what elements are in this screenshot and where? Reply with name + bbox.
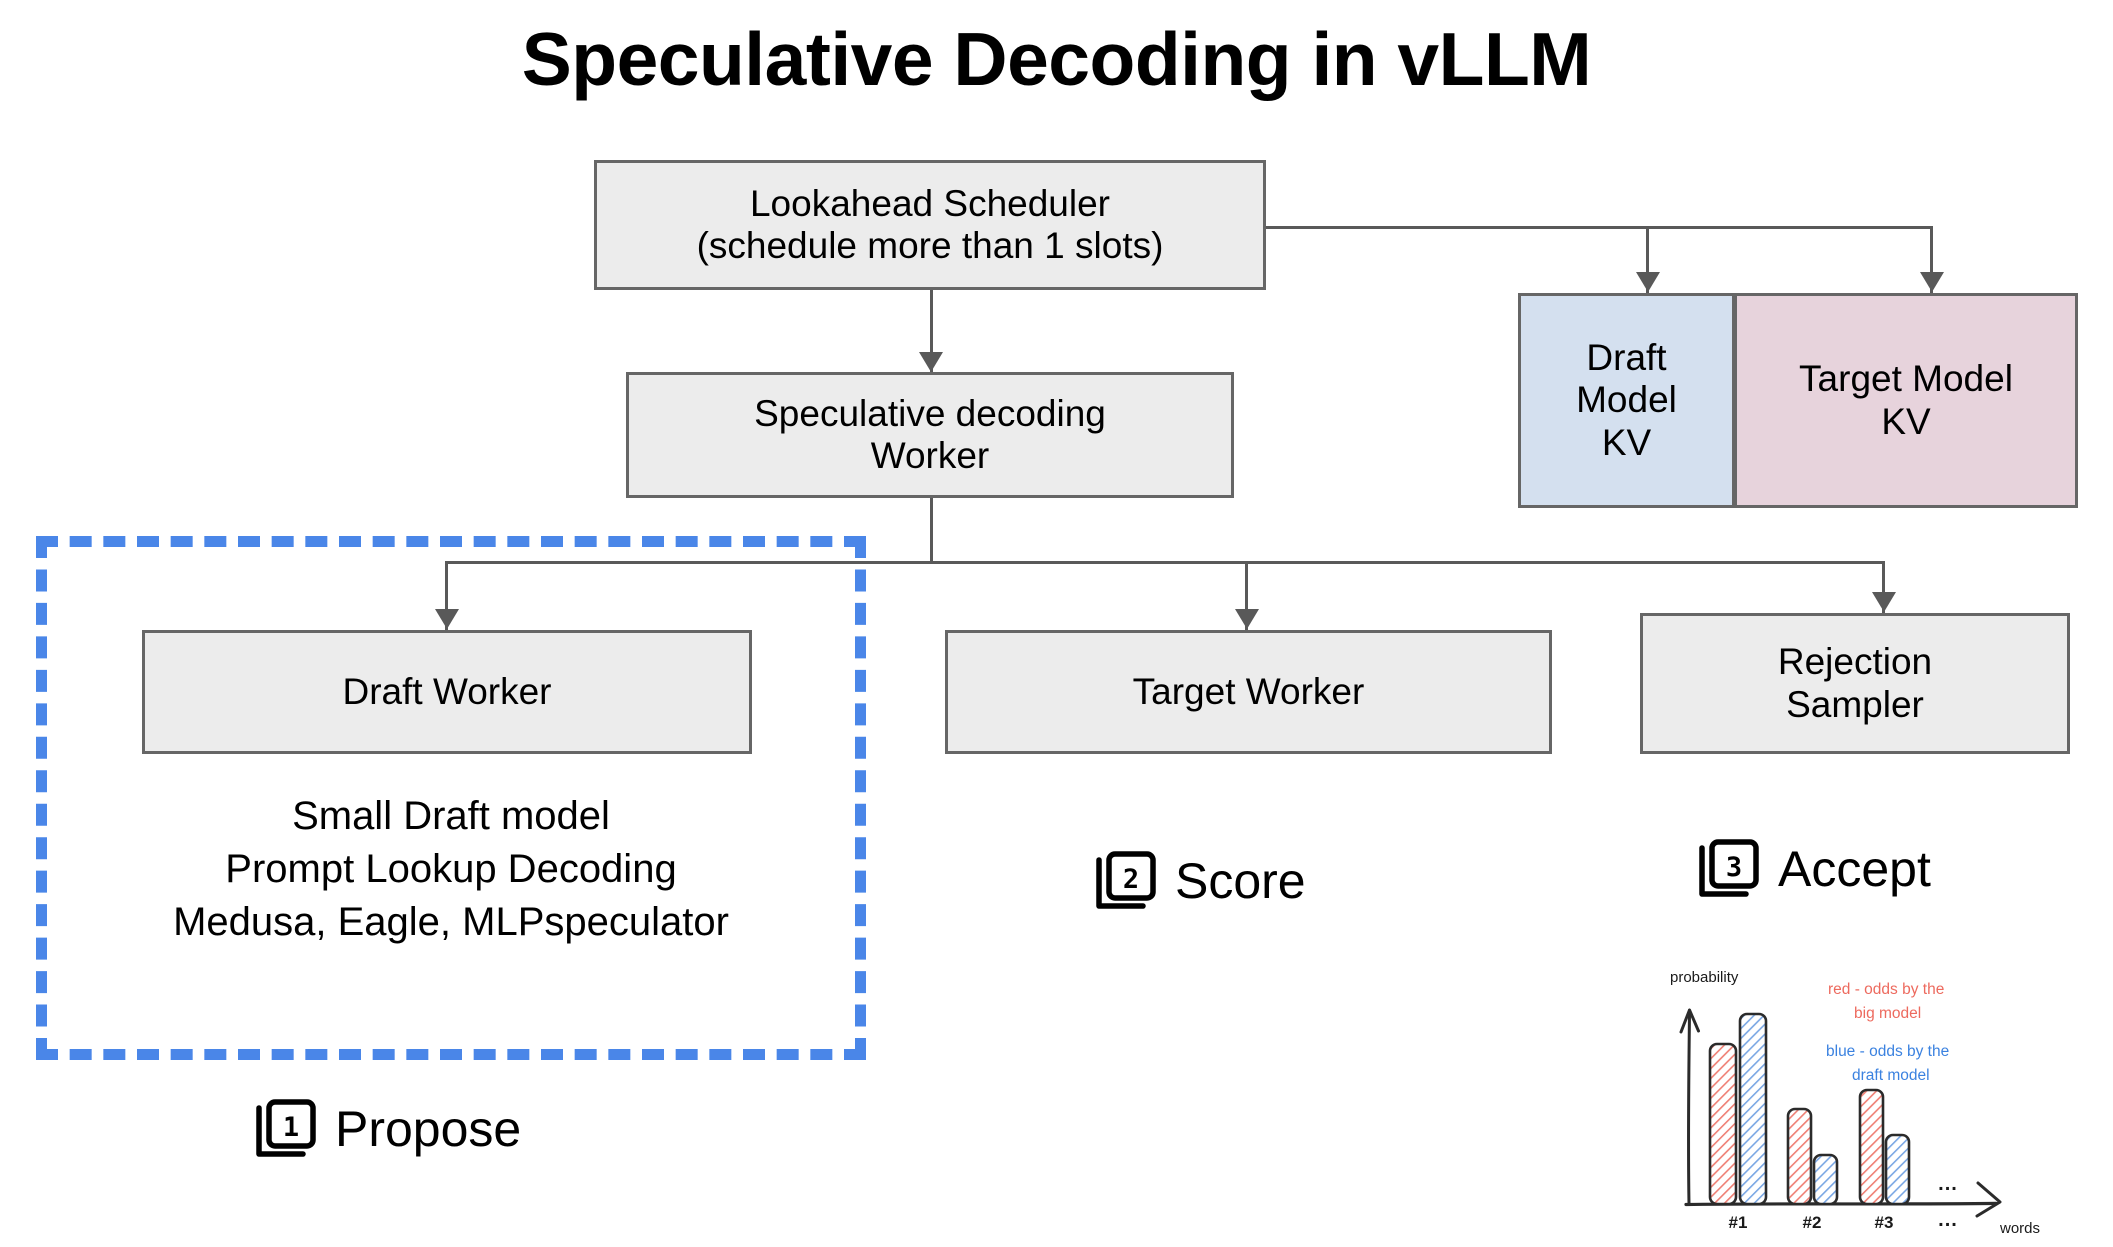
chart-tick-ellipsis: ... xyxy=(1938,1209,1958,1231)
arrowhead-to-spec-worker xyxy=(919,352,943,372)
step-3-label: Accept xyxy=(1778,841,1931,897)
chart-legend-red-line2: big model xyxy=(1854,1005,1921,1022)
propose-highlight-region xyxy=(36,536,866,1060)
arrowhead-to-rejection-sampler xyxy=(1872,592,1896,612)
connector-scheduler-to-kv-bus xyxy=(1263,226,1933,229)
chart-y-axis xyxy=(1687,1012,1691,1206)
bar-red-1 xyxy=(1708,1042,1738,1206)
page-title: Speculative Decoding in vLLM xyxy=(521,17,1592,101)
step-1-label: Propose xyxy=(335,1101,522,1157)
node-rejection-sampler[interactable]: Rejection Sampler xyxy=(1640,613,2070,754)
node-draft-model-kv[interactable]: Draft Model KV xyxy=(1518,293,1734,508)
step-2-number: 2 xyxy=(1123,864,1139,895)
connector-bus-to-target-worker xyxy=(1245,561,1248,631)
bar-red-3 xyxy=(1858,1088,1885,1206)
chart-tick-1: #1 xyxy=(1729,1213,1748,1232)
step-2-label: Score xyxy=(1175,853,1306,909)
chart-tick-2: #2 xyxy=(1803,1213,1822,1232)
step-number-3-icon: 3 xyxy=(1698,838,1760,900)
chart-legend-red-line1: red - odds by the xyxy=(1828,981,1944,998)
connector-scheduler-to-worker xyxy=(930,288,933,374)
step-number-2-icon: 2 xyxy=(1095,850,1157,912)
node-speculative-decoding-worker[interactable]: Speculative decoding Worker xyxy=(626,372,1234,498)
arrowhead-to-draft-kv xyxy=(1636,272,1660,292)
bar-blue-3 xyxy=(1884,1133,1911,1206)
connector-kv-bus-to-draft-kv xyxy=(1646,226,1649,294)
step-2-score: 2 Score xyxy=(1095,850,1306,912)
node-lookahead-scheduler[interactable]: Lookahead Scheduler (schedule more than … xyxy=(594,160,1266,290)
step-1-propose: 1 Propose xyxy=(255,1098,521,1160)
connector-bus-to-rejection-sampler xyxy=(1882,561,1885,613)
chart-xlabel: words xyxy=(1999,1220,2040,1237)
bar-blue-2 xyxy=(1812,1153,1839,1206)
connector-lower-bus xyxy=(445,561,1885,564)
connector-kv-bus-to-target-kv xyxy=(1930,226,1933,294)
node-target-worker[interactable]: Target Worker xyxy=(945,630,1552,754)
arrowhead-to-draft-worker xyxy=(435,609,459,629)
bar-red-2 xyxy=(1786,1107,1813,1206)
connector-bus-to-draft-worker xyxy=(445,561,448,631)
step-number-1-icon: 1 xyxy=(255,1098,317,1160)
arrowhead-to-target-worker xyxy=(1235,609,1259,629)
node-target-model-kv[interactable]: Target Model KV xyxy=(1734,293,2078,508)
chart-legend-blue-line2: draft model xyxy=(1852,1067,1930,1084)
arrowhead-to-target-kv xyxy=(1920,272,1944,292)
chart-legend-blue-line1: blue - odds by the xyxy=(1826,1043,1949,1060)
connector-worker-to-bus xyxy=(930,498,933,564)
step-3-number: 3 xyxy=(1726,852,1742,883)
chart-tick-3: #3 xyxy=(1875,1213,1894,1232)
bar-blue-1 xyxy=(1738,1012,1768,1206)
chart-x-axis-arrow xyxy=(1975,1181,2002,1218)
chart-bars-ellipsis: ... xyxy=(1938,1173,1958,1195)
node-draft-worker[interactable]: Draft Worker xyxy=(142,630,752,754)
sketch-bar-chart: probability words #1 #2 #3 ... ... red -… xyxy=(1648,952,2098,1240)
step-1-number: 1 xyxy=(283,1112,299,1143)
chart-y-axis-arrow xyxy=(1679,1008,1700,1034)
step-3-accept: 3 Accept xyxy=(1698,838,1931,900)
chart-ylabel: probability xyxy=(1670,969,1739,986)
draft-worker-details: Small Draft model Prompt Lookup Decoding… xyxy=(173,794,729,945)
